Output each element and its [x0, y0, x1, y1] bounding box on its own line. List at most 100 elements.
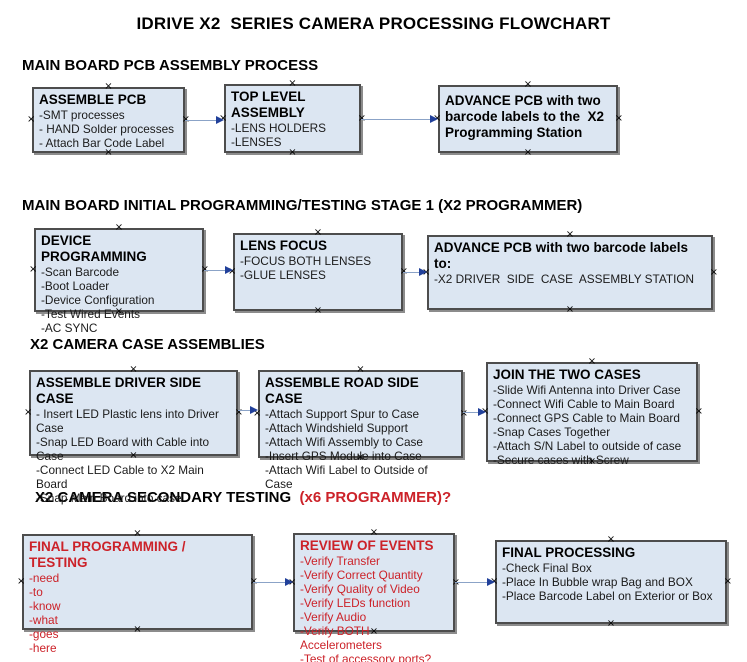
connector-x-icon[interactable]: ×: [358, 113, 366, 123]
connector-x-icon[interactable]: ×: [313, 227, 323, 238]
connector-x-icon[interactable]: ×: [114, 306, 124, 317]
box-item: -AC SYNC: [41, 321, 98, 335]
box-title: ASSEMBLE ROAD SIDE CASE: [265, 375, 423, 406]
connector-x-icon[interactable]: ×: [523, 79, 533, 90]
process-box-device-programming[interactable]: ×××× DEVICE PROGRAMMING -Scan Barcode -B…: [29, 223, 209, 336]
box-title: REVIEW OF EVENTS: [300, 538, 434, 553]
section-heading-pcb-assembly: MAIN BOARD PCB ASSEMBLY PROCESS: [22, 57, 318, 74]
box-item: -what: [29, 613, 58, 627]
connector-x-icon[interactable]: ×: [288, 147, 297, 158]
connector-x-icon[interactable]: ×: [614, 113, 623, 124]
box-item: -FOCUS BOTH LENSES: [240, 254, 372, 268]
connector-x-icon[interactable]: ×: [606, 618, 616, 629]
arrow-shaft: [185, 119, 218, 122]
connector-x-icon[interactable]: ×: [709, 266, 718, 278]
box-item: -Device Configuration: [41, 293, 155, 307]
connector-x-icon[interactable]: ×: [17, 576, 26, 587]
box-item: - Insert LED Plastic lens into Driver Ca…: [36, 407, 223, 435]
section-heading-initial-programming: MAIN BOARD INITIAL PROGRAMMING/TESTING S…: [22, 197, 582, 214]
process-box-final-programming-testing[interactable]: ×××× FINAL PROGRAMMING / TESTING -need -…: [17, 529, 258, 656]
flow-arrow[interactable]: [403, 268, 427, 277]
connector-x-icon[interactable]: ×: [114, 222, 124, 233]
flow-arrow[interactable]: [253, 578, 293, 587]
connector-x-icon[interactable]: ×: [104, 147, 113, 158]
box-item: -Snap LED Board with Cable into Case: [36, 435, 213, 463]
box-item: -Attach Wifi Assembly to Case: [265, 435, 423, 449]
box-title: ADVANCE PCB with two barcode labels to t…: [445, 93, 608, 140]
box-item: -Test of accessory ports?: [300, 652, 432, 662]
box-item: -LENS HOLDERS: [231, 121, 327, 135]
arrow-head-icon: [250, 406, 258, 414]
flow-arrow[interactable]: [185, 116, 224, 125]
box-item: -Boot Loader: [41, 279, 110, 293]
connector-x-icon[interactable]: ×: [369, 626, 379, 637]
connector-x-icon[interactable]: ×: [587, 456, 597, 467]
process-box-top-level-assembly[interactable]: ×××× TOP LEVEL ASSEMBLY -LENS HOLDERS -L…: [219, 79, 366, 158]
process-box-advance-pcb-driver-side-station[interactable]: ×××× ADVANCE PCB with two barcode labels…: [422, 230, 718, 315]
arrow-head-icon: [285, 578, 293, 586]
connector-x-icon[interactable]: ×: [129, 364, 138, 375]
connector-x-icon[interactable]: ×: [369, 527, 379, 538]
connector-x-icon[interactable]: ×: [587, 356, 597, 367]
flow-arrow[interactable]: [455, 578, 495, 587]
box-item: -X2 DRIVER SIDE CASE ASSEMBLY STATION: [434, 272, 695, 286]
connector-x-icon[interactable]: ×: [459, 408, 468, 419]
arrow-head-icon: [225, 266, 233, 274]
process-box-review-of-events[interactable]: ×××× REVIEW OF EVENTS -Verify Transfer -…: [288, 528, 460, 662]
process-box-assemble-driver-side-case[interactable]: × × × × ASSEMBLE DRIVER SIDE CASE - Insert …: [24, 365, 243, 506]
connector-x-icon[interactable]: ×: [133, 624, 142, 635]
process-box-advance-pcb-programming-station[interactable]: ×××× ADVANCE PCB with two barcode labels…: [433, 80, 623, 158]
connector-x-icon[interactable]: ×: [24, 407, 33, 418]
box-item: -Connect Wifi Cable to Main Board: [493, 397, 675, 411]
section-heading-text: MAIN BOARD INITIAL PROGRAMMING/TESTING S…: [22, 197, 583, 214]
connector-x-icon[interactable]: ×: [723, 576, 732, 587]
process-box-lens-focus[interactable]: ×××× LENS FOCUS -FOCUS BOTH LENSES -GLUE…: [228, 228, 408, 316]
flow-arrow[interactable]: [204, 266, 233, 275]
box-item: -Verify Transfer: [300, 554, 380, 568]
connector-x-icon[interactable]: ×: [27, 114, 36, 125]
box-title: LENS FOCUS: [240, 238, 328, 253]
box-item: -Attach Wifi Label to Outside of Case: [265, 463, 431, 491]
box-item: -Check Final Box: [502, 561, 592, 575]
connector-x-icon[interactable]: ×: [565, 304, 575, 315]
box-item: -Place In Bubble wrap Bag and BOX: [502, 575, 693, 589]
box-title: ASSEMBLE PCB: [39, 92, 147, 107]
process-box-assemble-pcb[interactable]: ×××× ASSEMBLE PCB -SMT processes - HAND …: [27, 82, 190, 158]
connector-x-icon[interactable]: ×: [356, 364, 365, 375]
section-heading-case-assemblies: X2 CAMERA CASE ASSEMBLIES: [30, 336, 265, 353]
box-item: -Verify LEDs function: [300, 596, 411, 610]
arrow-head-icon: [478, 408, 486, 416]
connector-x-icon[interactable]: ×: [694, 406, 703, 417]
process-box-join-the-two-cases[interactable]: ×××× JOIN THE TWO CASES -Slide Wifi Ante…: [481, 357, 703, 468]
box-item: -Connect LED Cable to X2 Main Board: [36, 463, 208, 491]
arrow-shaft: [463, 411, 480, 414]
process-box-assemble-road-side-case[interactable]: ×××× ASSEMBLE ROAD SIDE CASE -Attach Sup…: [253, 365, 468, 492]
box-title: DEVICE PROGRAMMING: [41, 233, 147, 264]
box-item: -goes: [29, 627, 59, 641]
arrow-shaft: [361, 118, 432, 121]
connector-x-icon[interactable]: ×: [133, 528, 142, 539]
box-title: ASSEMBLE DRIVER SIDE CASE: [36, 375, 205, 406]
connector-x-icon[interactable]: ×: [606, 534, 616, 545]
connector-x-icon[interactable]: ×: [288, 78, 297, 89]
connector-x-icon[interactable]: ×: [565, 229, 575, 240]
box-item: - Attach Bar Code Label: [39, 136, 165, 150]
flow-arrow[interactable]: [238, 406, 258, 415]
box-item: -Secure cases with Screw: [493, 453, 629, 467]
connector-x-icon[interactable]: ×: [356, 452, 365, 463]
connector-x-icon[interactable]: ×: [129, 450, 138, 461]
arrow-shaft: [204, 269, 227, 272]
connector-x-icon[interactable]: ×: [104, 81, 113, 92]
flow-arrow[interactable]: [361, 115, 438, 124]
box-item: -Insert GPS Module into Case: [265, 449, 422, 463]
section-heading-secondary-testing: X2 CAMERA SECONDARY TESTING (x6 PROGRAMM…: [35, 489, 451, 506]
connector-x-icon[interactable]: ×: [234, 407, 243, 418]
connector-x-icon[interactable]: ×: [523, 147, 533, 158]
connector-x-icon[interactable]: ×: [313, 305, 323, 316]
connector-x-icon[interactable]: ×: [29, 264, 38, 275]
flow-arrow[interactable]: [463, 408, 486, 417]
process-box-final-processing[interactable]: ×××× FINAL PROCESSING -Check Final Box -…: [490, 535, 732, 629]
box-item: -Attach Support Spur to Case: [265, 407, 420, 421]
box-item: -Slide Wifi Antenna into Driver Case: [493, 383, 681, 397]
